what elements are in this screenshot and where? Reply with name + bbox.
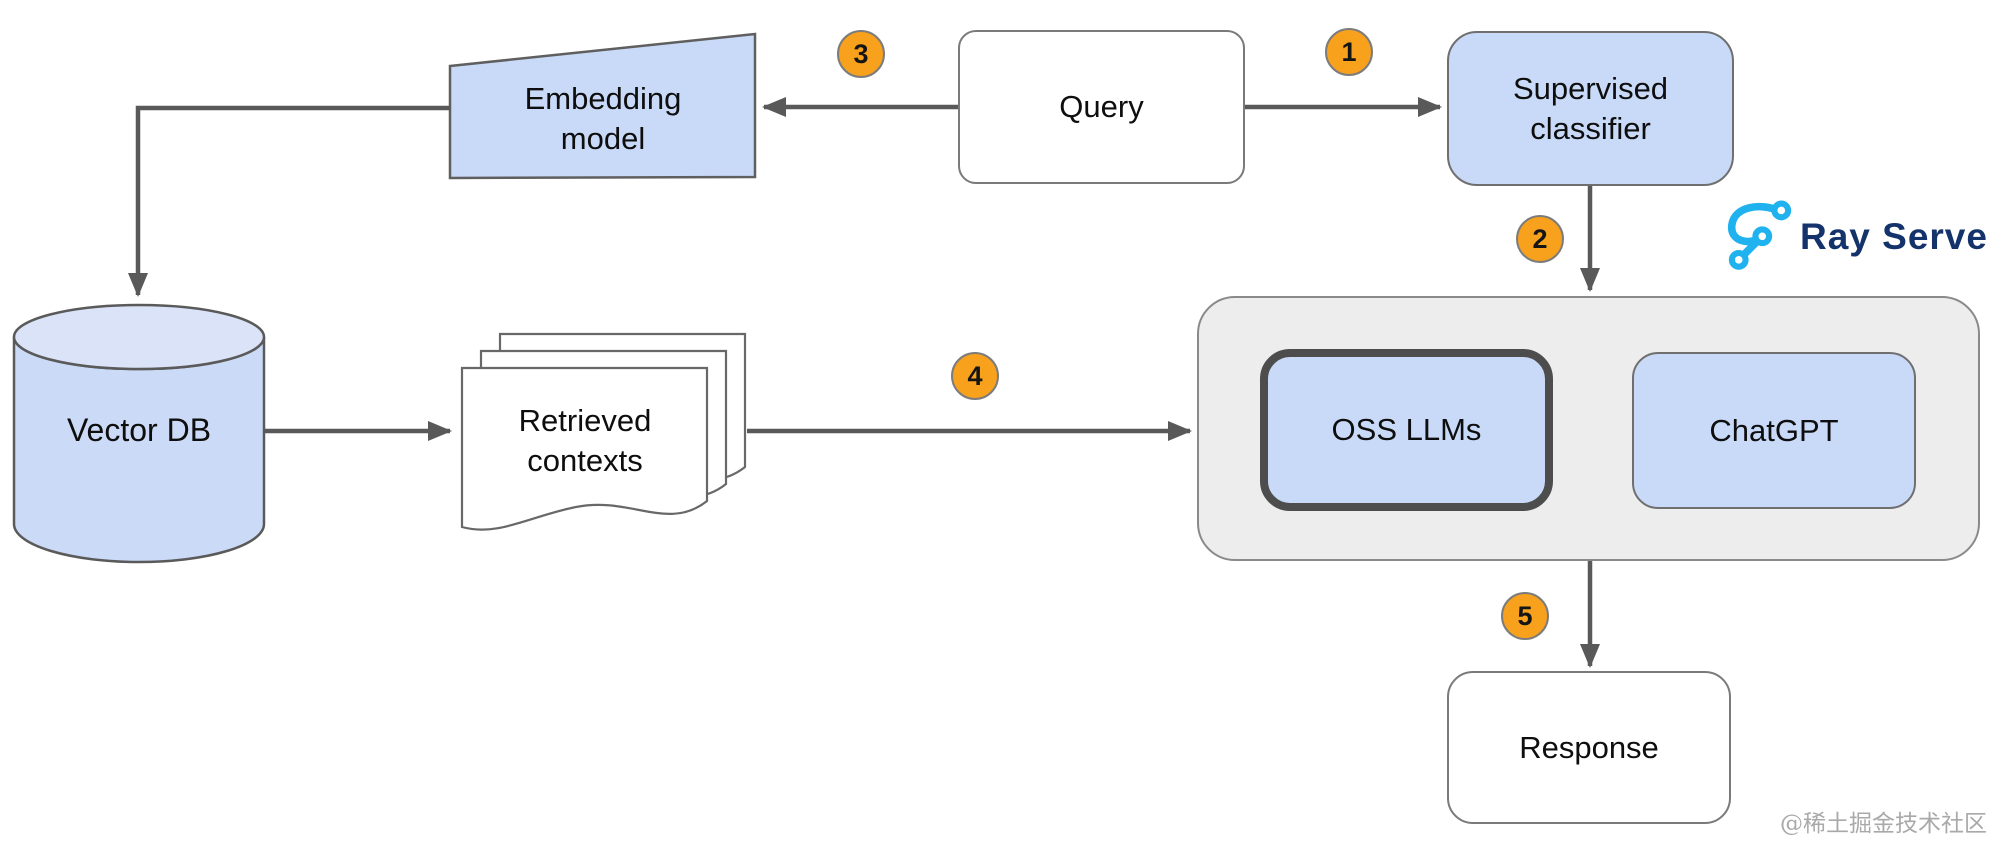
node-oss-llms: OSS LLMs [1260,349,1553,511]
node-retrieved-contexts-label: Retrieved contexts [518,403,652,478]
step-badge-5: 5 [1501,592,1549,640]
node-vector-db-label: Vector DB [66,411,212,448]
node-embedding-model-label: Embedding model [524,81,682,156]
vector-db-shape [12,303,266,564]
retrieved-contexts-shape [460,332,747,531]
step-badge-1: 1 [1325,28,1373,76]
watermark-text: @稀土掘金技术社区 [1780,811,1987,837]
embedding-model-shape [448,32,757,180]
node-supervised-classifier-label: Supervised classifier [1512,70,1669,146]
arrow-embedding-to-vectordb [128,105,450,297]
step-badge-3: 3 [837,30,885,78]
ray-serve-logo-icon [1728,200,1792,270]
node-oss-llms-label: OSS LLMs [1331,412,1482,448]
step-badge-4: 4 [951,352,999,400]
node-chatgpt: ChatGPT [1632,352,1916,509]
node-response: Response [1447,671,1731,824]
node-chatgpt-label: ChatGPT [1709,412,1839,448]
ray-serve-logo-text: Ray Serve [1800,216,1988,257]
node-response-label: Response [1519,729,1659,765]
node-supervised-classifier: Supervised classifier [1447,31,1734,186]
node-query: Query [958,30,1245,184]
node-query-label: Query [1059,89,1144,125]
step-badge-2: 2 [1516,215,1564,263]
